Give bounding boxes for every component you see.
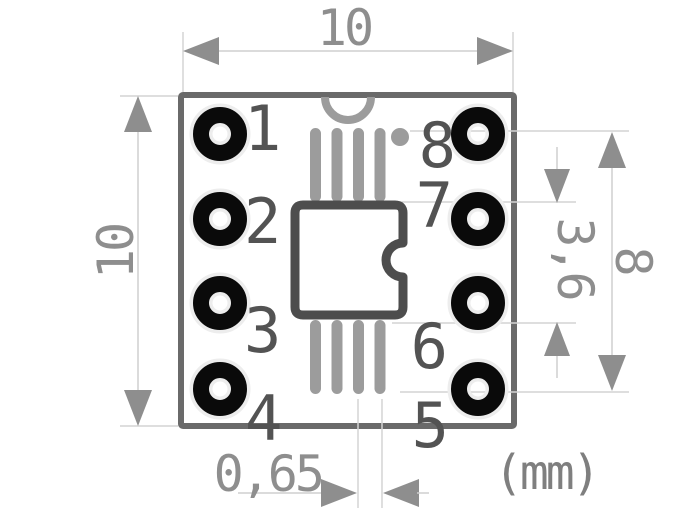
pin-number-label: 3 (244, 294, 281, 367)
through-hole-pad (451, 276, 505, 330)
through-hole-pad (193, 362, 247, 416)
arrowhead-right-icon (477, 37, 513, 65)
unit-label: (mm) (494, 445, 598, 501)
soic-pad (351, 126, 366, 204)
chip-body-outline (290, 200, 408, 320)
board-height-label: 10 (87, 225, 145, 279)
soic-pad (308, 126, 323, 204)
arrowhead-up-icon (124, 96, 152, 132)
pin-number-label: 7 (416, 169, 453, 242)
arrowhead-down-icon (598, 355, 626, 391)
pin-number-label: 1 (244, 92, 281, 165)
dimension-pad-gap: 3,6 (544, 147, 604, 378)
pin-number-label: 5 (412, 389, 449, 462)
arrowhead-down-icon (544, 169, 570, 203)
arrowhead-down-icon (124, 390, 152, 426)
arrowhead-left-icon (383, 479, 419, 507)
through-hole-pad (451, 192, 505, 246)
through-hole-pad (451, 107, 505, 161)
soic-pad (329, 318, 345, 396)
through-hole-pads (189, 103, 509, 420)
arrowhead-right-icon (321, 479, 357, 507)
dip-notch-arc (321, 96, 375, 124)
soic-pad (308, 318, 323, 396)
pin1-marker-dot (389, 126, 411, 148)
through-hole-pad (193, 276, 247, 330)
dimension-pad-pitch: 0,65 (214, 445, 429, 507)
pin-number-label: 4 (245, 382, 282, 455)
arrowhead-left-icon (183, 37, 219, 65)
pad-gap-label: 3,6 (546, 217, 604, 298)
soic-footprint (290, 126, 411, 396)
arrowhead-up-icon (598, 132, 626, 168)
pin-number-label: 2 (244, 185, 281, 258)
pin-number-label: 6 (411, 310, 448, 383)
through-hole-pad (451, 362, 505, 416)
soic-pad (372, 318, 388, 396)
soic-pad (372, 126, 388, 204)
through-hole-pad (193, 192, 247, 246)
dimension-board-width: 10 (183, 0, 513, 65)
arrowhead-up-icon (544, 322, 570, 356)
hole-row-span-label: 8 (604, 246, 662, 273)
pin-number-label: 8 (419, 109, 456, 182)
soic-pad (329, 126, 345, 204)
through-hole-pad (193, 107, 247, 161)
soic-pad (351, 318, 366, 396)
dimension-hole-row-span: 8 (598, 132, 662, 391)
soic-pads-bottom (308, 318, 388, 396)
board-width-label: 10 (317, 0, 371, 57)
dimension-board-height: 10 (87, 96, 152, 426)
pin-number-labels: 1 2 3 4 8 7 6 5 (244, 92, 456, 462)
pad-pitch-label: 0,65 (214, 445, 322, 503)
